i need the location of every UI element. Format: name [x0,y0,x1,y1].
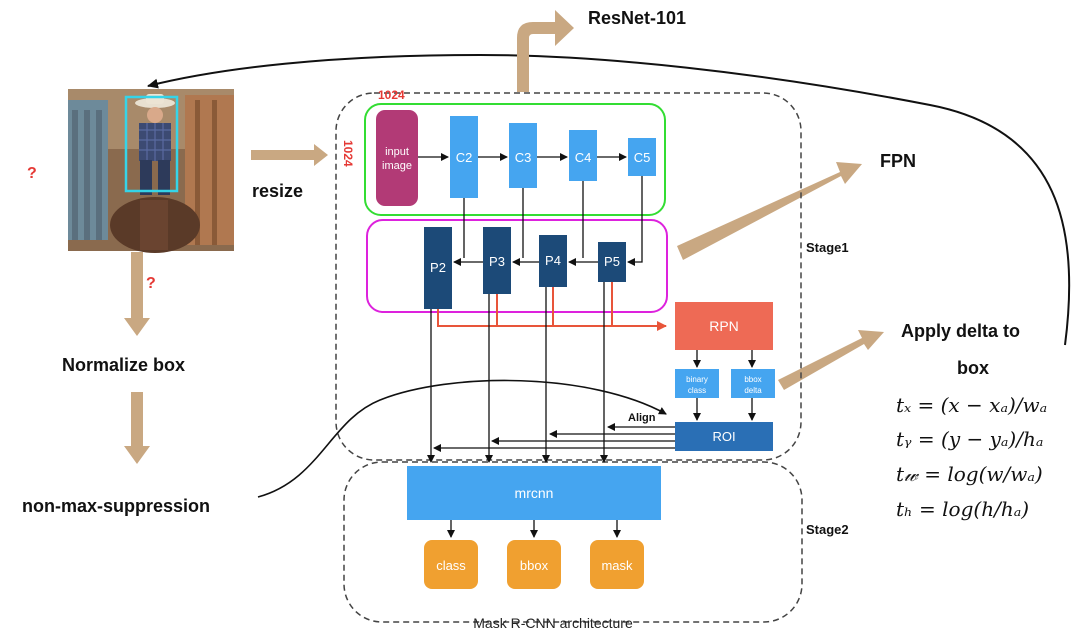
apply-delta-label-1: Apply delta to [901,321,1020,341]
p5-block [598,242,626,282]
head-arrows [447,520,621,538]
stage2-container [343,461,803,623]
rpn-branch-arrows [693,350,756,421]
bbox-delta-block [731,369,775,398]
mrcnn-block [407,466,661,520]
size-side-label: 1024 [341,140,355,167]
bbox-delta-label-1: bbox [744,375,761,384]
p5-label: P5 [604,254,620,269]
input-image-label-2: image [382,160,412,172]
mrcnn-label: mrcnn [515,485,554,501]
rpn-block [675,302,773,350]
formula-tx: tₓ = (x − xₐ)/wₐ [896,393,1047,417]
bbox-head-block [507,540,561,589]
diagram-caption: Mask R-CNN architecture [473,615,633,631]
resize-label: resize [252,181,303,201]
size-top-label: 1024 [378,88,405,102]
question-left-label: ? [27,165,37,182]
class-head-block [424,540,478,589]
binary-class-label-1: binary [686,375,708,384]
binary-class-block [675,369,719,398]
tan-arrows [124,10,884,464]
question-down-label: ? [146,275,156,292]
c2-label: C2 [456,150,473,165]
mask-head-block [590,540,644,589]
normalize-box-label: Normalize box [62,355,185,375]
p2-label: P2 [430,260,446,275]
nms-label: non-max-suppression [22,496,210,516]
backbone-frame [364,103,666,216]
bbox-head-label: bbox [520,558,549,573]
p2-block [424,227,452,309]
fpn-lateral-arrows [453,176,643,266]
feedback-curve-arrow [147,53,1071,346]
formula-ty: tᵧ = (y − yₐ)/hₐ [896,427,1043,451]
p3-block [483,227,511,294]
p-to-rpn-arrows [437,282,667,331]
p-to-mrcnn-lines [427,282,608,463]
bbox-delta-label-2: delta [744,386,762,395]
mask-head-label: mask [601,558,633,573]
fpn-label: FPN [880,151,916,171]
class-head-label: class [436,558,466,573]
c5-label: C5 [634,150,651,165]
resnet-label: ResNet-101 [588,8,686,28]
formula-tw: t𝓌 = log(w/wₐ) [896,462,1043,486]
input-image-block [376,110,418,206]
roi-align-arrows [433,423,675,452]
apply-delta-label-2: box [957,358,989,378]
p4-label: P4 [545,253,561,268]
nms-curve-arrow [257,379,667,498]
binary-class-label-2: class [688,386,706,395]
fpn-frame [366,219,668,313]
stage1-container [335,92,802,461]
input-image-label-1: input [385,146,409,158]
input-photo [68,89,234,253]
roi-label: ROI [712,429,735,444]
stage2-label: Stage2 [806,522,849,537]
rpn-label: RPN [709,318,739,334]
c4-label: C4 [575,150,592,165]
c5-block [628,138,656,176]
align-label: Align [628,412,656,424]
c4-block [569,130,597,181]
c3-label: C3 [515,150,532,165]
stage1-label: Stage1 [806,240,849,255]
p3-label: P3 [489,254,505,269]
c3-block [509,123,537,188]
roi-block [675,422,773,451]
formula-th: tₕ = log(h/hₐ) [896,497,1029,521]
c2-block [450,116,478,198]
p4-block [539,235,567,287]
